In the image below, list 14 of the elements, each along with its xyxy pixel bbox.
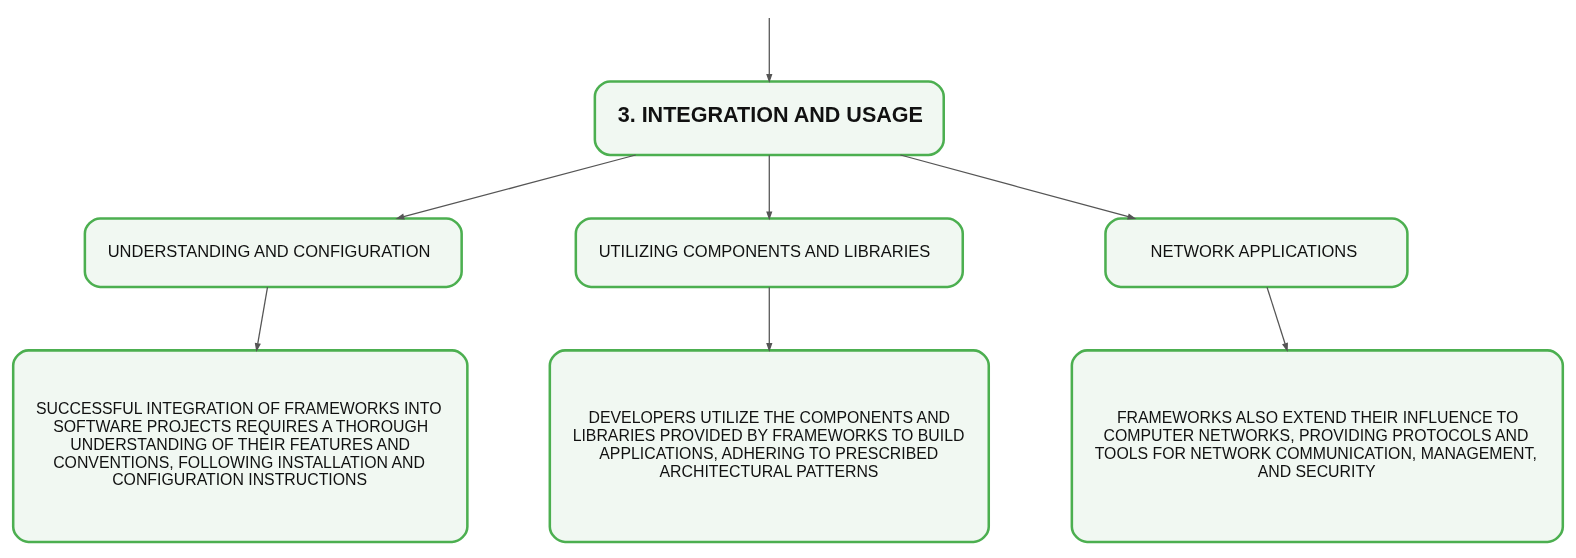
- arrow: [766, 16, 773, 83]
- arrow: [395, 153, 637, 220]
- node-box: 3. INTEGRATION AND USAGE: [593, 79, 945, 156]
- node-box: FRAMEWORKS ALSO EXTEND THEIR INFLUENCE TO COMPUTER NETWORKS, PROVIDING PROTOCOLS AND TOOLS FOR NETWORK COMMUNICATION, MANAGEMENT, AND SECURITY: [1070, 348, 1565, 543]
- arrow: [766, 154, 773, 220]
- arrow: [254, 286, 269, 352]
- node-box: UNDERSTANDING AND CONFIGURATION: [83, 216, 463, 288]
- arrow: [1266, 286, 1288, 352]
- arrow: [899, 153, 1137, 220]
- node-box: SUCCESSFUL INTEGRATION OF FRAMEWORKS INTO SOFTWARE PROJECTS REQUIRES A THOROUGH UNDERSTANDING OF THEIR FEATURES AND CONVENTIONS, FOLLOWING INSTALLATION AND CONFIGURATION INSTRUCTIONS: [11, 348, 469, 543]
- node-box: NETWORK APPLICATIONS: [1104, 216, 1409, 288]
- arrow: [766, 286, 773, 352]
- node-box: DEVELOPERS UTILIZE THE COMPONENTS AND LIBRARIES PROVIDED BY FRAMEWORKS TO BUILD APPLICATIONS, ADHERING TO PRESCRIBED ARCHITECTURAL PATTERNS: [548, 348, 991, 543]
- node-box: UTILIZING COMPONENTS AND LIBRARIES: [574, 216, 964, 288]
